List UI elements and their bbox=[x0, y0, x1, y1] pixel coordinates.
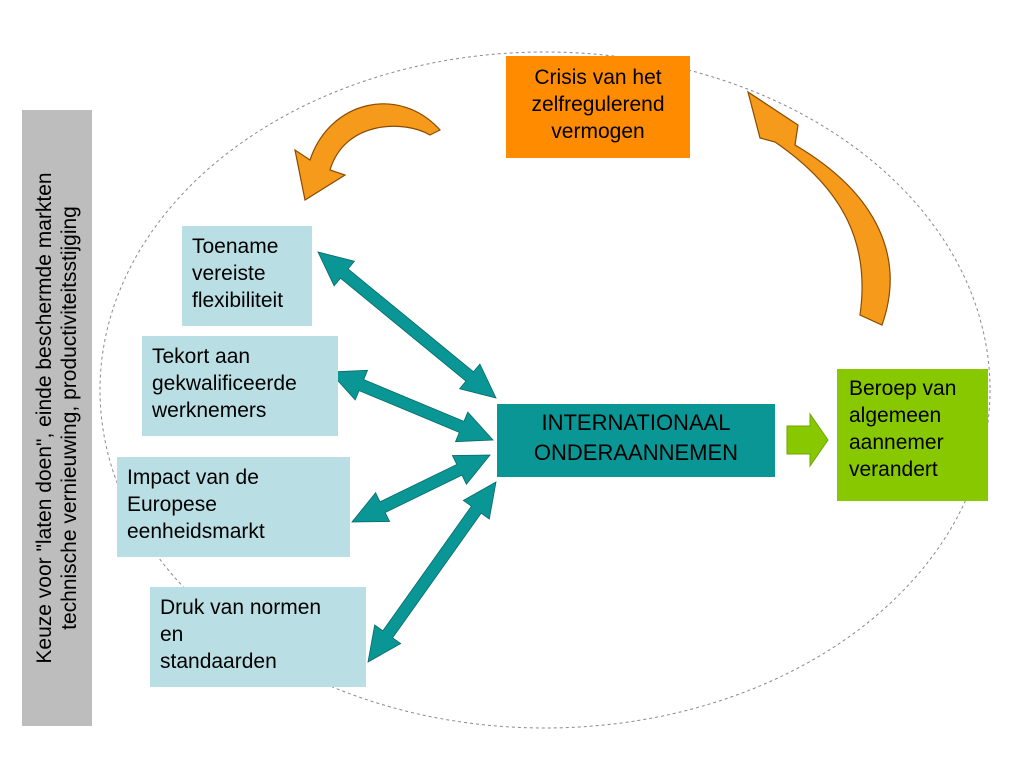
curved-arrow-icon bbox=[747, 90, 891, 326]
side-label-line: Keuze voor "laten doen", einde beschermd… bbox=[33, 172, 56, 664]
right-arrow-icon bbox=[786, 412, 829, 468]
factor-line: Druk van normen bbox=[160, 596, 322, 619]
factor-line: vereiste bbox=[192, 262, 266, 285]
cycle-ellipse bbox=[99, 51, 991, 729]
result-line: aannemer bbox=[849, 431, 944, 454]
factor-box-flexibiliteit: Toename vereiste flexibiliteit bbox=[182, 226, 312, 326]
crisis-line: zelfregulerend bbox=[531, 93, 665, 116]
factor-line: Tekort aan bbox=[152, 345, 251, 368]
factor-box-eenheidsmarkt: Impact van de Europese eenheidsmarkt bbox=[117, 457, 350, 557]
factor-line: standaarden bbox=[160, 650, 277, 673]
double-arrow-icon bbox=[317, 251, 497, 399]
result-line: algemeen bbox=[849, 404, 942, 427]
factor-line: flexibiliteit bbox=[192, 289, 284, 312]
factor-line: eenheidsmarkt bbox=[127, 520, 265, 543]
crisis-line: Crisis van het bbox=[534, 66, 662, 89]
side-label-bar bbox=[22, 110, 92, 726]
center-line: INTERNATIONAAL bbox=[541, 410, 731, 435]
crisis-line: vermogen bbox=[551, 120, 645, 143]
result-box: Beroep van algemeen aannemer verandert bbox=[837, 369, 988, 501]
factor-line: Toename bbox=[192, 235, 279, 258]
double-arrows bbox=[317, 251, 497, 663]
factor-line: Impact van de bbox=[127, 466, 259, 489]
curved-arrow-icon bbox=[294, 103, 441, 201]
side-label: Keuze voor "laten doen", einde beschermd… bbox=[32, 118, 82, 718]
factor-line: en bbox=[160, 623, 184, 646]
factor-box-normen: Druk van normen en standaarden bbox=[150, 587, 366, 687]
factor-line: gekwalificeerde bbox=[152, 372, 297, 395]
result-line: Beroep van bbox=[849, 377, 957, 400]
factor-line: werknemers bbox=[152, 399, 267, 422]
center-line: ONDERAANNEMEN bbox=[533, 440, 739, 465]
factor-line: Europese bbox=[127, 493, 217, 516]
factor-box-werknemers: Tekort aan gekwalificeerde werknemers bbox=[142, 336, 338, 436]
center-box: INTERNATIONAAL ONDERAANNEMEN bbox=[497, 404, 775, 477]
result-line: verandert bbox=[849, 458, 938, 481]
double-arrow-icon bbox=[367, 481, 497, 663]
double-arrow-icon bbox=[351, 454, 491, 523]
double-arrow-icon bbox=[329, 369, 494, 443]
side-label-line: technische vernieuwing, productiviteitss… bbox=[58, 206, 81, 630]
crisis-box: Crisis van het zelfregulerend vermogen bbox=[506, 56, 690, 158]
